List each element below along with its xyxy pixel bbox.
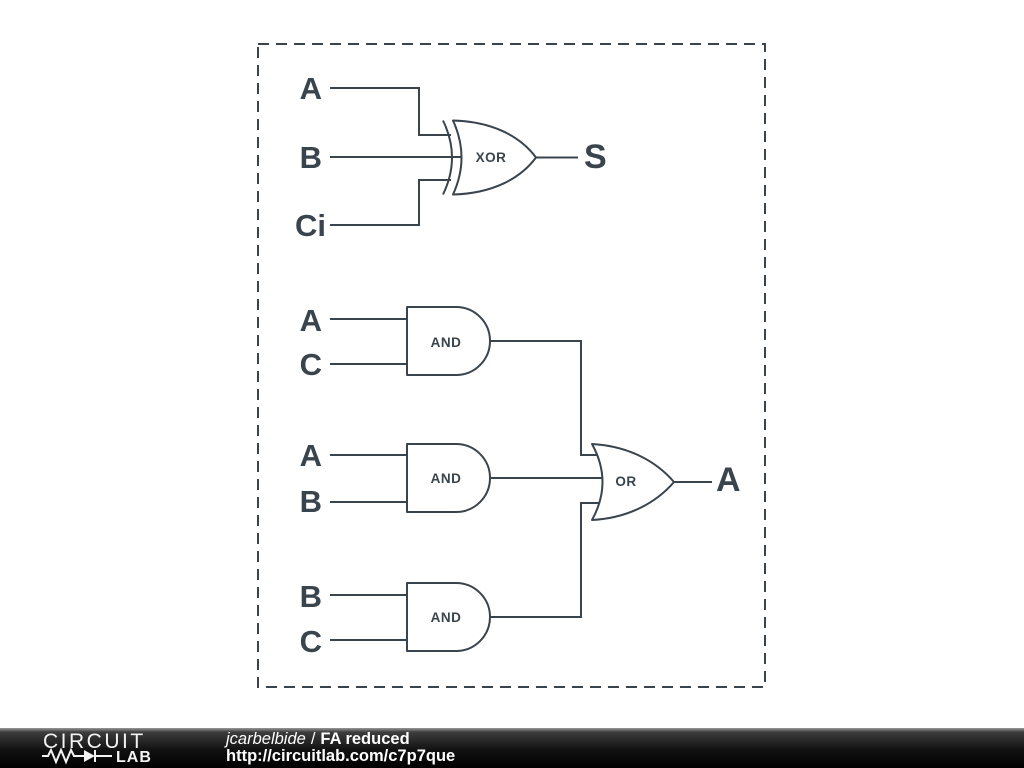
and2-gate-label: AND [431,471,462,486]
logo-word-lab: LAB [116,749,152,766]
footer-bar: CIRCUIT LAB jcarbelbide/FA reduced http:… [0,728,1024,768]
schematic-border [257,43,766,688]
and2-input-label-a: A [300,438,322,473]
and3-gate-label: AND [431,610,462,625]
carry-output-label: A [716,461,741,499]
schematic-title[interactable]: FA reduced [320,730,410,748]
xor-gate-label: XOR [476,150,507,165]
xor-gate [452,119,537,196]
author-name[interactable]: jcarbelbide [226,730,306,748]
footer-meta: jcarbelbide/FA reduced http://circuitlab… [226,731,455,765]
logo-word-circuit: CIRCUIT [43,730,146,753]
schematic-url[interactable]: http://circuitlab.com/c7p7que [226,747,456,765]
and3-input-label-c: C [300,624,322,659]
sum-output-label: S [584,138,607,176]
and2-gate [406,443,491,513]
xor-input-label-b: B [300,140,322,175]
circuit-diagram: A B Ci XOR S A C AND A B AND B C AND OR … [257,43,766,688]
and3-input-label-b: B [300,579,322,614]
wire-and1-to-or [490,340,606,456]
xor-gate-input-arc [442,120,453,195]
and2-input-label-b: B [300,484,322,519]
or-gate-label: OR [615,474,636,489]
xor-input-label-ci: Ci [295,208,326,243]
circuitlab-logo[interactable]: CIRCUIT LAB [40,729,180,767]
and1-gate [406,306,491,376]
footer-title-line: jcarbelbide/FA reduced [226,731,455,748]
or-gate [591,443,675,521]
and1-input-label-a: A [300,303,322,338]
xor-input-label-a: A [300,71,322,106]
wire-ci-to-xor [330,179,451,226]
wire-and3-to-or [490,502,606,618]
and1-gate-label: AND [431,335,462,350]
author-title-separator: / [310,730,316,748]
resistor-diode-icon [42,747,112,765]
wire-a-to-xor [330,87,451,136]
and3-gate [406,582,491,652]
and1-input-label-c: C [300,347,322,382]
